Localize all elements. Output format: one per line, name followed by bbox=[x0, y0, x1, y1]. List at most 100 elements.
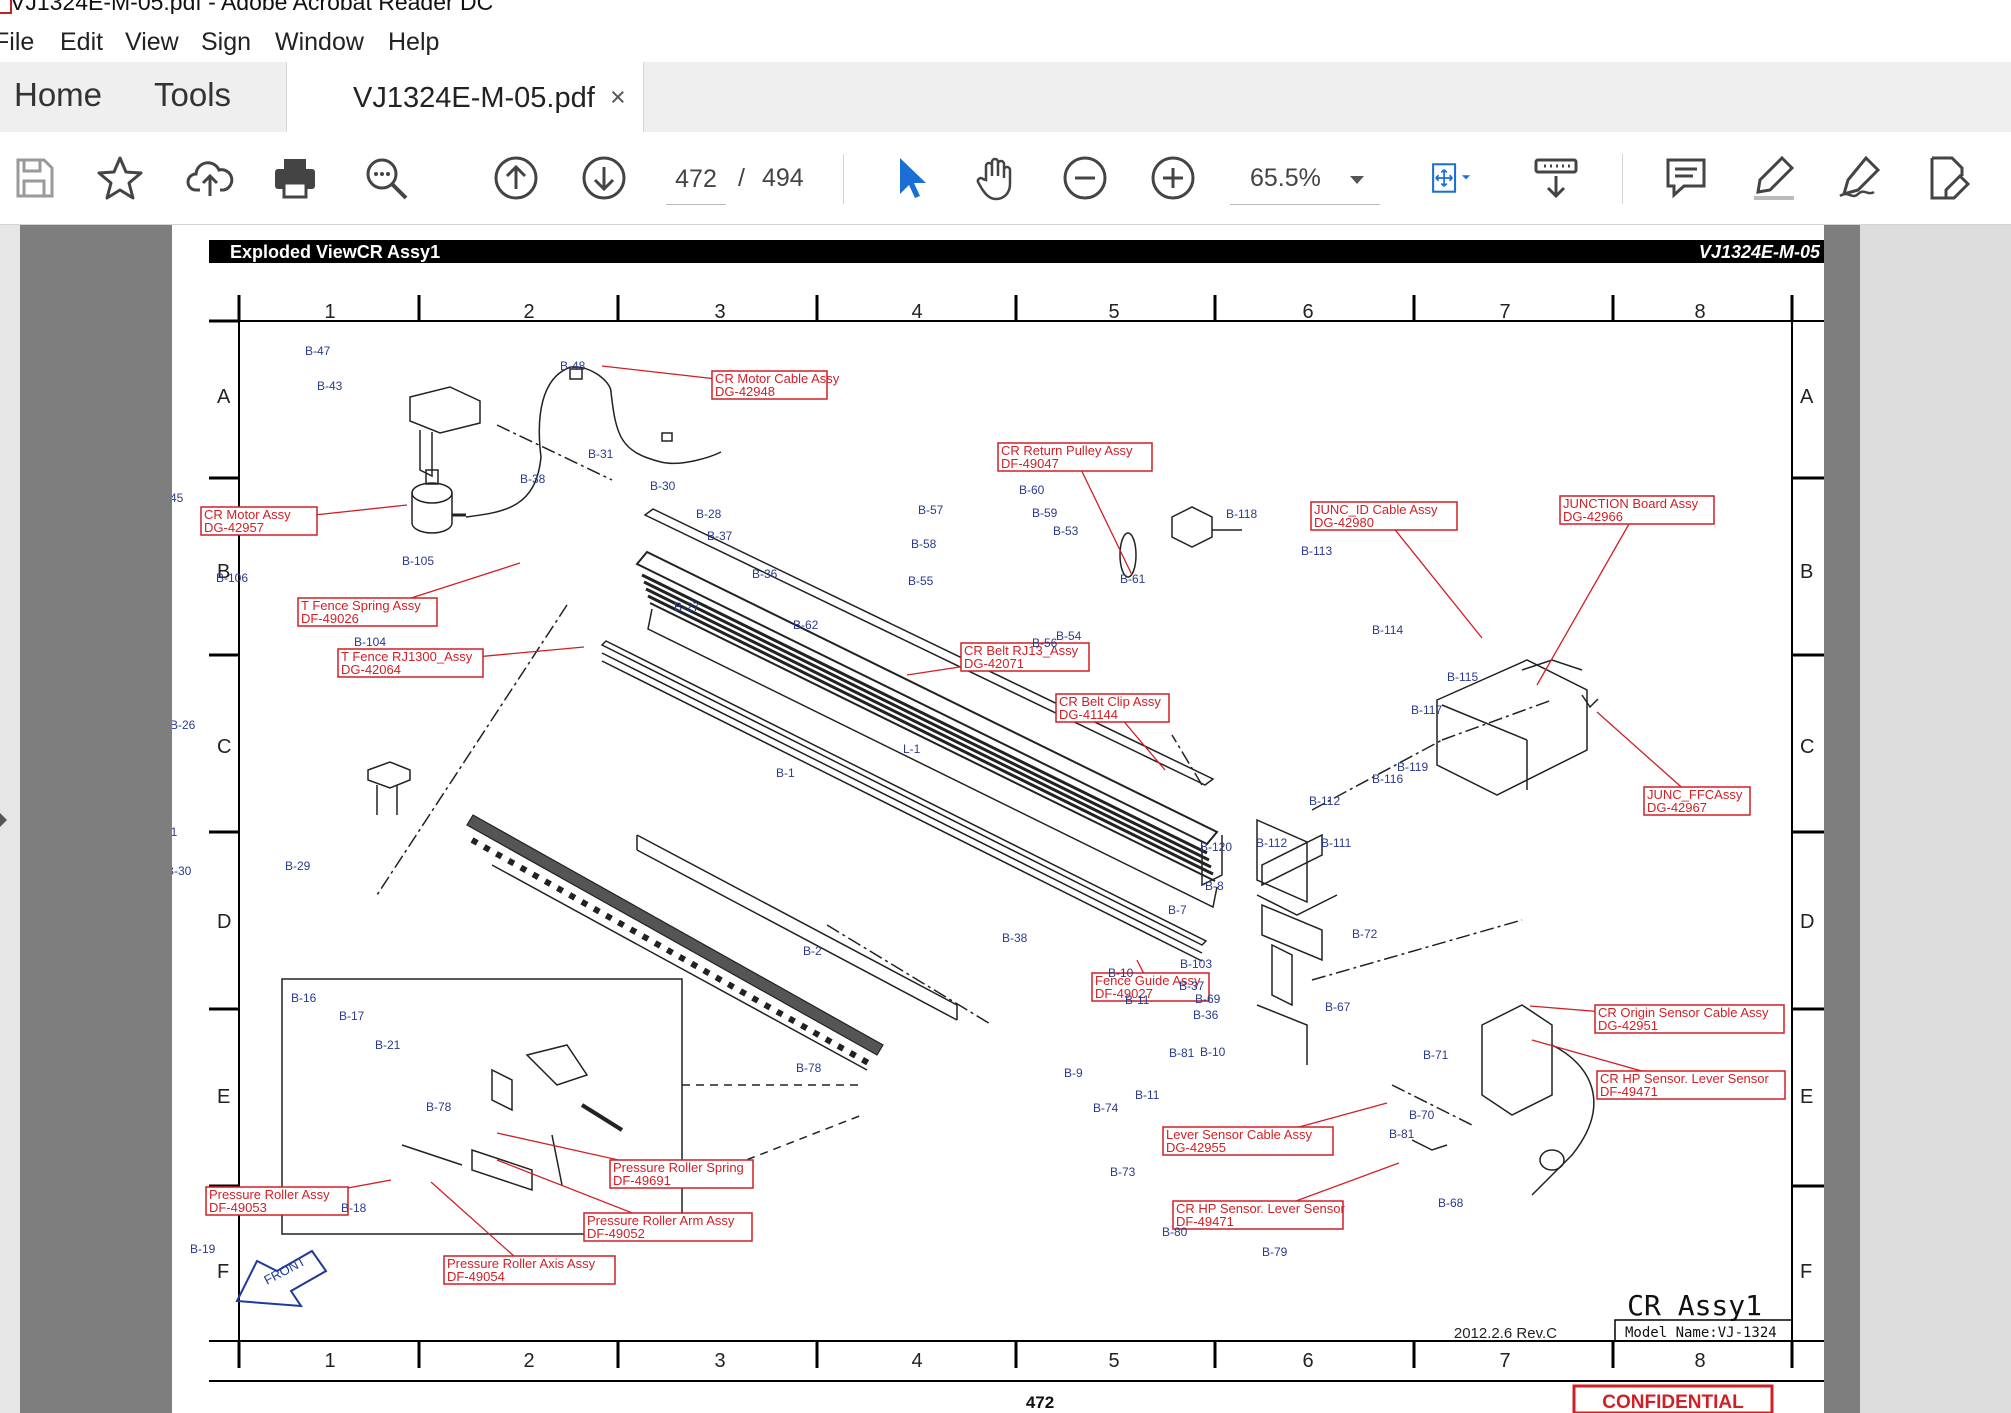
part-label: B-72 bbox=[1352, 927, 1378, 941]
column-label: 2 bbox=[523, 1350, 534, 1372]
chevron-down-icon bbox=[1350, 176, 1364, 184]
page-separator: / bbox=[738, 164, 745, 192]
document-tab[interactable]: VJ1324E-M-05.pdf × bbox=[286, 62, 644, 132]
page-total: 494 bbox=[762, 164, 804, 192]
highlight-button[interactable] bbox=[1748, 152, 1800, 204]
zoom-out-button[interactable] bbox=[1059, 152, 1111, 204]
find-button[interactable] bbox=[360, 152, 412, 204]
revision-date: 2012.2.6 Rev.C bbox=[1454, 1325, 1557, 1342]
assembly-code: DG-41144 bbox=[1059, 707, 1118, 722]
edit-pdf-button[interactable] bbox=[1922, 152, 1974, 204]
hand-tool-button[interactable] bbox=[970, 152, 1022, 204]
select-tool-button[interactable] bbox=[884, 152, 936, 204]
part-label: B-54 bbox=[1056, 629, 1082, 643]
part-label: B-29 bbox=[285, 859, 311, 873]
assembly-callout-box bbox=[1162, 1126, 1334, 1156]
comment-button[interactable] bbox=[1660, 152, 1712, 204]
sign-button[interactable] bbox=[1834, 152, 1886, 204]
assembly-code: DF-49053 bbox=[209, 1200, 267, 1215]
part-label: B-104 bbox=[354, 635, 386, 649]
assembly-name: CR HP Sensor. Lever Sensor bbox=[1176, 1201, 1346, 1216]
menu-help[interactable]: Help bbox=[388, 28, 440, 56]
front-arrow-icon: FRONT bbox=[235, 1249, 328, 1308]
part-label: B-47 bbox=[305, 344, 331, 358]
window-title: VJ1324E-M-05.pdf - Adobe Acrobat Reader … bbox=[10, 0, 494, 14]
part-label: B-10 bbox=[1200, 1045, 1226, 1059]
pdf-page: Exploded ViewCR Assy1 VJ1324E-M-05 1 2 3… bbox=[172, 225, 1824, 1413]
part-label: B-37 bbox=[707, 529, 733, 543]
column-label: 8 bbox=[1694, 1350, 1705, 1372]
part-label: B-112 bbox=[1256, 836, 1287, 850]
part-label: B-43 bbox=[317, 379, 343, 393]
save-button[interactable] bbox=[8, 152, 60, 204]
fit-page-button[interactable] bbox=[1418, 152, 1488, 204]
page-number-input[interactable]: 472 bbox=[666, 154, 726, 205]
upload-button[interactable] bbox=[184, 152, 236, 204]
assembly-name: CR Return Pulley Assy bbox=[1001, 443, 1133, 458]
save-icon bbox=[16, 158, 54, 198]
fit-page-icon bbox=[1432, 163, 1471, 193]
part-label: B-112 bbox=[1309, 794, 1340, 808]
menu-file[interactable]: File bbox=[0, 28, 35, 56]
part-label: B-68 bbox=[1438, 1196, 1464, 1210]
part-label: B-26 bbox=[172, 718, 196, 732]
column-label: 3 bbox=[714, 1350, 725, 1372]
part-label: B-30 bbox=[172, 864, 192, 878]
previous-page-button[interactable] bbox=[490, 152, 542, 204]
zoom-level-dropdown[interactable]: 65.5% bbox=[1230, 154, 1380, 205]
menu-edit[interactable]: Edit bbox=[60, 28, 104, 56]
part-label: B-48 bbox=[560, 359, 586, 373]
assembly-code: DF-49026 bbox=[301, 611, 359, 626]
mechanical-parts bbox=[281, 366, 1599, 1235]
assembly-callout-box bbox=[1643, 786, 1751, 816]
assembly-code: DG-42071 bbox=[964, 656, 1024, 671]
part-label: B-71 bbox=[1423, 1048, 1449, 1062]
edit-pdf-icon bbox=[1930, 156, 1971, 200]
part-label: B-111 bbox=[1321, 836, 1352, 850]
zoom-in-button[interactable] bbox=[1147, 152, 1199, 204]
assembly-name: CR Motor Assy bbox=[204, 507, 291, 522]
assembly-callout-box bbox=[711, 370, 828, 400]
part-label: B-74 bbox=[1093, 1101, 1119, 1115]
menu-view[interactable]: View bbox=[125, 28, 179, 56]
column-label: 8 bbox=[1694, 301, 1705, 323]
part-label: B-30 bbox=[650, 479, 676, 493]
tab-tools[interactable]: Tools bbox=[154, 76, 232, 113]
part-label: B-56 bbox=[1032, 636, 1058, 650]
part-label: B-9 bbox=[1064, 1066, 1083, 1080]
scroll-mode-icon bbox=[1534, 158, 1578, 199]
column-label: 6 bbox=[1302, 301, 1313, 323]
scroll-mode-button[interactable] bbox=[1530, 152, 1582, 204]
row-label: A bbox=[1800, 386, 1814, 408]
assembly-callout-box bbox=[609, 1159, 754, 1189]
menu-window[interactable]: Window bbox=[275, 28, 364, 56]
assembly-code: DG-42955 bbox=[1166, 1140, 1226, 1155]
part-label: B-55 bbox=[908, 574, 934, 588]
assembly-code: DG-42966 bbox=[1563, 509, 1623, 524]
tab-home[interactable]: Home bbox=[14, 76, 103, 113]
menu-sign[interactable]: Sign bbox=[201, 28, 252, 56]
part-label: B-119 bbox=[1397, 760, 1428, 774]
row-label: C bbox=[1800, 736, 1814, 758]
next-page-button[interactable] bbox=[578, 152, 630, 204]
part-label: B-115 bbox=[1447, 670, 1478, 684]
drawing-title: CR Assy1 bbox=[1627, 1289, 1762, 1322]
assembly-callout-box bbox=[200, 506, 318, 536]
bookmark-button[interactable] bbox=[94, 152, 146, 204]
left-panel-collapsed[interactable] bbox=[0, 225, 20, 1413]
part-label: B-105 bbox=[402, 554, 434, 568]
pdf-app-icon bbox=[0, 0, 12, 14]
page-number-footer: 472 bbox=[1026, 1393, 1054, 1412]
column-label: 2 bbox=[523, 301, 534, 323]
part-label: B-70 bbox=[1409, 1108, 1435, 1122]
hand-tool-icon bbox=[976, 157, 1012, 201]
print-button[interactable] bbox=[269, 152, 321, 204]
assembly-name: T Fence Spring Assy bbox=[301, 598, 421, 613]
assembly-code: DG-42064 bbox=[341, 662, 401, 677]
close-tab-icon[interactable]: × bbox=[610, 82, 626, 112]
toolbar-divider bbox=[843, 154, 844, 204]
expand-panel-arrow-icon[interactable] bbox=[0, 813, 7, 827]
assembly-code: DG-42957 bbox=[204, 520, 264, 535]
column-label: 3 bbox=[714, 301, 725, 323]
assembly-callout-box bbox=[1091, 972, 1210, 1002]
